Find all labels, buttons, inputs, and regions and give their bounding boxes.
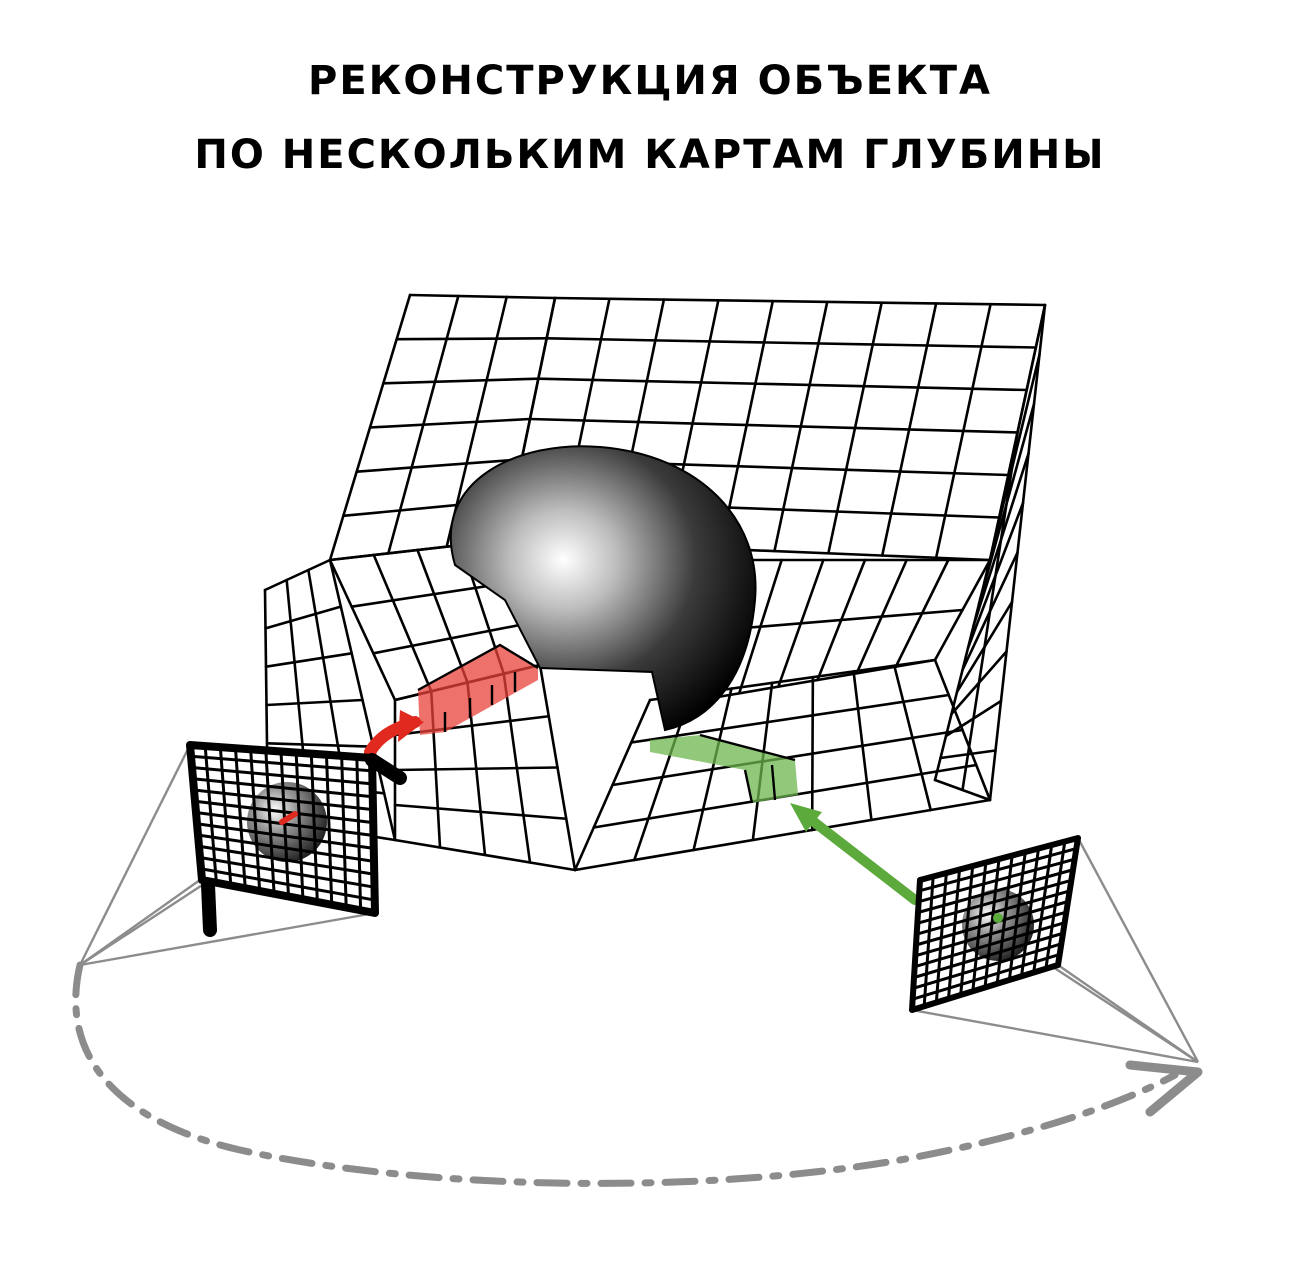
green-depth-patch bbox=[650, 733, 798, 804]
left-depth-camera-icon bbox=[78, 741, 407, 967]
right-depth-camera-icon bbox=[909, 835, 1200, 1064]
path-arrowhead-icon bbox=[1125, 1060, 1203, 1117]
red-projection-arrow bbox=[364, 710, 424, 758]
title-line-2: ПО НЕСКОЛЬКИМ КАРТАМ ГЛУБИНЫ bbox=[194, 132, 1106, 178]
sphere-icon bbox=[449, 445, 757, 732]
diagram-title: РЕКОНСТРУКЦИЯ ОБЪЕКТА ПО НЕСКОЛЬКИМ КАРТ… bbox=[0, 44, 1300, 192]
title-line-1: РЕКОНСТРУКЦИЯ ОБЪЕКТА bbox=[308, 58, 992, 104]
camera-motion-path bbox=[72, 961, 1203, 1187]
red-depth-patch bbox=[417, 643, 539, 735]
green-projection-arrow bbox=[790, 803, 920, 905]
